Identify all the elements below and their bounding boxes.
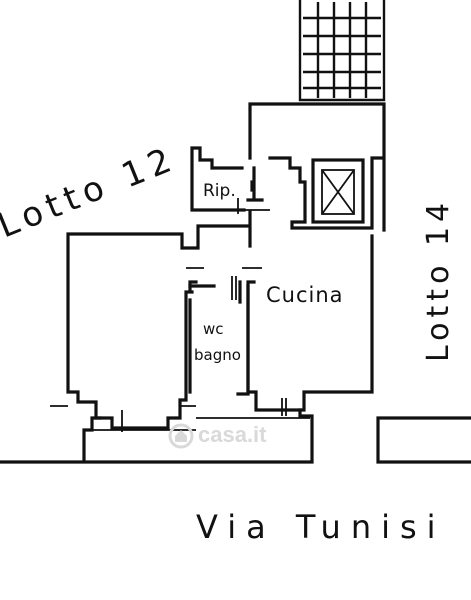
lift-shaft-icon — [311, 158, 365, 224]
apartment-outer-walls — [66, 210, 252, 430]
wc-label: wc — [203, 320, 224, 338]
cucina-label: Cucina — [266, 283, 344, 307]
watermark-text: casa.it — [198, 422, 267, 447]
balcony-inner — [50, 405, 310, 431]
landing-walls — [248, 102, 386, 232]
wc-walls — [188, 280, 250, 396]
stair-hatch-icon — [298, 0, 386, 102]
ripostiglio-label: Rip. — [203, 181, 236, 201]
door-ticks — [121, 267, 287, 432]
street-label: Via Tunisi — [196, 508, 446, 546]
lotto-right-label: Lotto 14 — [421, 198, 456, 362]
ripostiglio-door — [237, 198, 270, 214]
bagno-label: bagno — [194, 346, 241, 364]
lotto-left-label: Lotto 12 — [0, 139, 182, 247]
watermark-logo-icon — [168, 423, 194, 449]
ripostiglio-walls — [190, 146, 264, 212]
